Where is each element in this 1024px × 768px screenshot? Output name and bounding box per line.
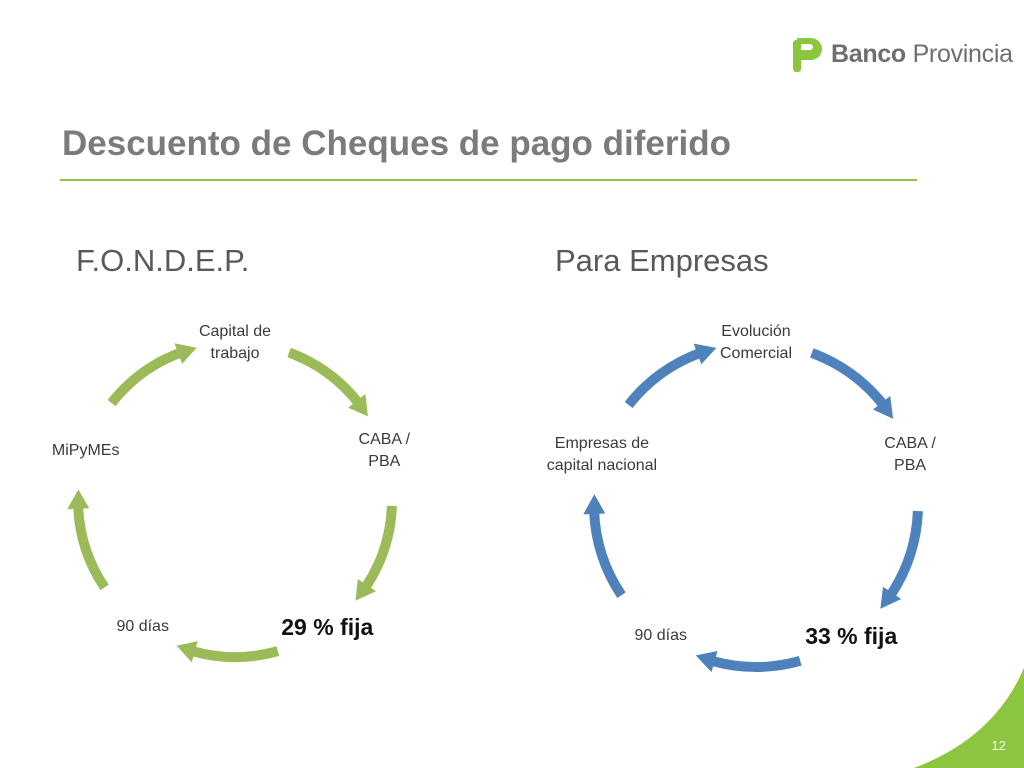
cycle-1-node-3: 90 días xyxy=(634,627,688,645)
cycle-1-arrow-4 xyxy=(624,348,702,409)
slide-title: Descuento de Cheques de pago diferido xyxy=(62,124,731,163)
cycle-0-node-4: MiPyMEs xyxy=(51,442,120,460)
cycle-0-node-2: 29 % fija xyxy=(281,614,374,641)
cycle-0-arrowhead-4 xyxy=(174,343,197,364)
cycle-0-arrowhead-1 xyxy=(355,579,377,601)
cycle-0-arrowhead-2 xyxy=(176,641,198,663)
cycle-1-arrow-0 xyxy=(810,348,888,409)
bank-name-regular: Provincia xyxy=(912,39,1013,68)
cycle-1-arrow-3 xyxy=(589,510,626,598)
cycle-1-arrowhead-1 xyxy=(880,586,902,609)
cycle-0-arrowhead-0 xyxy=(348,394,368,417)
cycle-1-arrowhead-2 xyxy=(695,651,718,673)
cycle-0-node-1: CABA /PBA xyxy=(358,431,411,471)
cycle-0-arrow-0 xyxy=(287,347,363,407)
page-number: 12 xyxy=(991,738,1006,753)
bank-logo: Banco Provincia xyxy=(793,36,1013,72)
cycle-0-node-3: 90 días xyxy=(116,618,169,636)
cycle-1-node-2: 33 % fija xyxy=(805,623,898,650)
cycle-0-arrow-3 xyxy=(73,505,109,591)
bank-logo-icon xyxy=(793,38,822,72)
cycle-1-arrow-1 xyxy=(886,510,923,598)
title-divider xyxy=(60,179,917,181)
cycle-0-arrowhead-3 xyxy=(67,489,90,510)
corner-decoration xyxy=(914,668,1024,768)
right-column-heading: Para Empresas xyxy=(555,243,769,278)
bank-name-bold: Banco xyxy=(831,39,906,68)
cycle-1-arrowhead-4 xyxy=(693,343,717,365)
left-column-heading: F.O.N.D.E.P. xyxy=(76,243,250,278)
bank-name: Banco Provincia xyxy=(831,40,1013,69)
cycle-1-arrowhead-0 xyxy=(872,395,894,419)
cycle-1-arrowhead-3 xyxy=(583,494,606,515)
cycle-0-arrow-1 xyxy=(361,505,397,591)
cycle-1-arrow-2 xyxy=(710,656,802,672)
cycle-0-arrow-4 xyxy=(107,347,183,407)
cycle-0-arrow-2 xyxy=(190,646,280,662)
cycle-1-node-1: CABA /PBA xyxy=(884,434,936,474)
